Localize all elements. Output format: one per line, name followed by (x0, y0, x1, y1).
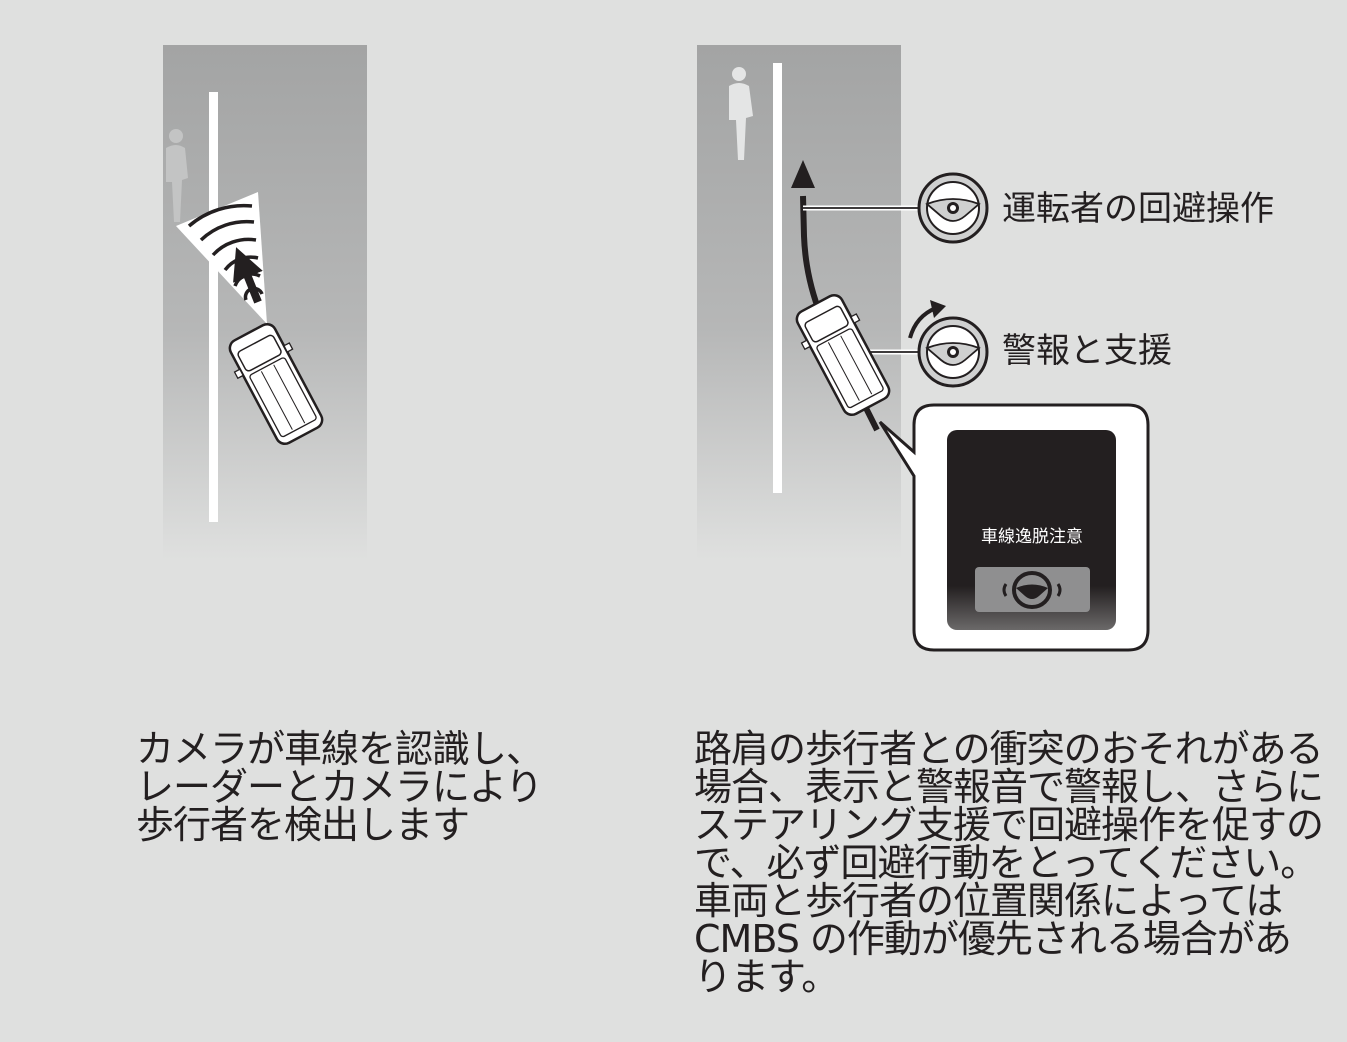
left-road-scene (163, 45, 367, 560)
label-driver-avoidance: 運転者の回避操作 (1002, 189, 1274, 229)
lane-line-left (209, 92, 218, 522)
caption-line: 路肩の歩行者との衝突のおそれがある (694, 727, 1324, 771)
steering-wheel-icon (917, 316, 989, 388)
caption-line: ります。 (694, 955, 839, 999)
caption-line: カメラが車線を認識し、 (136, 727, 544, 771)
steering-wheel-icon (917, 172, 989, 244)
caption-left: カメラが車線を認識し、 レーダーとカメラにより 歩行者を検出します (136, 727, 544, 847)
path-arrow-head (791, 160, 815, 188)
steering-wheel-icon (1002, 571, 1062, 609)
direction-arrow (233, 247, 263, 304)
display-callout: 車線逸脱注意 (878, 403, 1150, 652)
label-warning-support: 警報と支援 (1002, 331, 1172, 371)
display-message: 車線逸脱注意 (981, 527, 1083, 547)
car-icon (228, 322, 324, 446)
car-icon (795, 293, 891, 417)
caption-line: ステアリング支援で回避操作を促すの (694, 803, 1324, 847)
caption-line: 車両と歩行者の位置関係によっては (694, 879, 1283, 923)
pedestrian-icon (166, 129, 188, 222)
caption-line: 場合、表示と警報音で警報し、さらに (694, 765, 1324, 809)
road-right (697, 45, 901, 560)
caption-line: レーダーとカメラにより (136, 765, 543, 809)
caption-line: CMBS の作動が優先される場合があ (694, 917, 1292, 961)
rotation-arrow-icon (908, 300, 946, 339)
caption-line: 歩行者を検出します (136, 803, 470, 847)
right-road-scene: 運転者の回避操作 警報と支援 車線逸脱注意 (697, 45, 1274, 652)
caption-line: で、必ず回避行動をとってください。 (694, 841, 1318, 885)
caption-right: 路肩の歩行者との衝突のおそれがある 場合、表示と警報音で警報し、さらに ステアリ… (694, 727, 1324, 999)
lane-line-right (773, 63, 782, 493)
pedestrian-icon (729, 67, 753, 160)
